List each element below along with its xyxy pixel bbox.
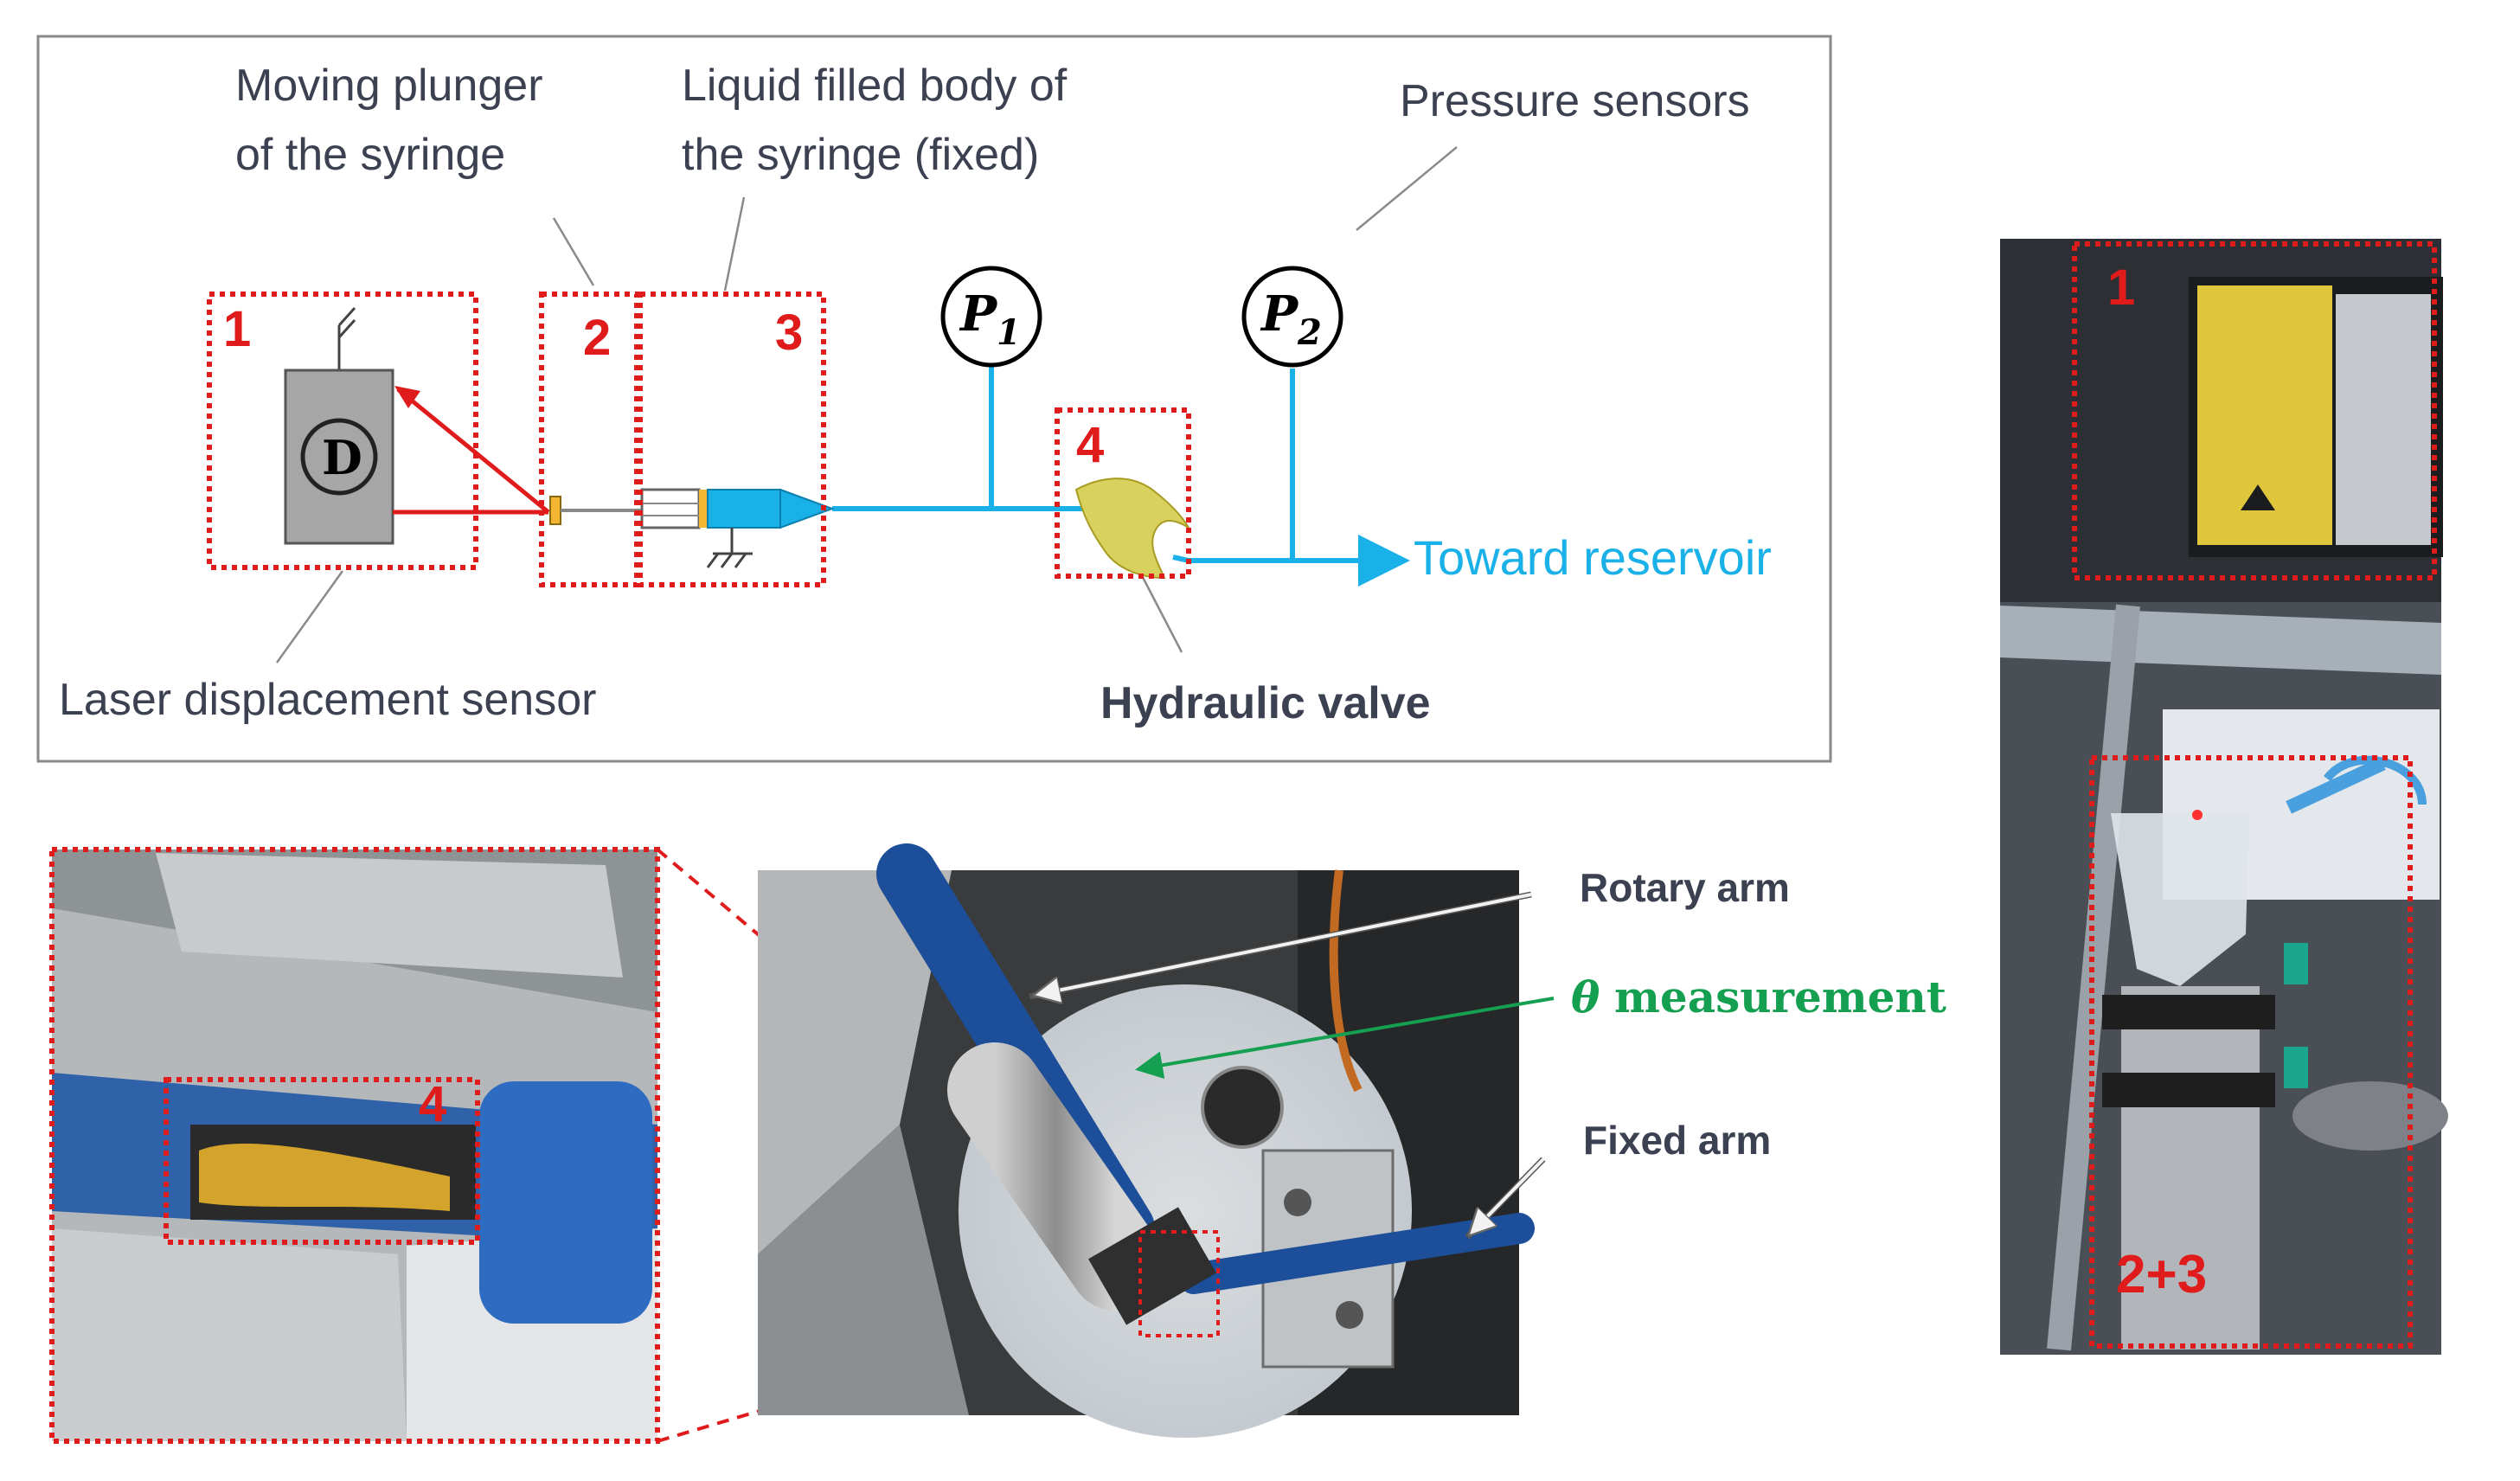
box-2 — [539, 292, 639, 587]
label-rotary-arm: Rotary arm — [1580, 865, 1790, 910]
svg-text:1: 1 — [997, 312, 1021, 353]
label-toward-reservoir: Toward reservoir — [1414, 530, 1772, 585]
right-box-2-3-number: 2+3 — [2116, 1245, 2207, 1305]
box-4 — [1055, 407, 1191, 579]
right-box-1-number: 1 — [2107, 260, 2135, 316]
svg-text:θ: θ — [1571, 971, 1600, 1023]
label-pressure-sensors: Pressure sensors — [1400, 76, 1750, 126]
box-4-number: 4 — [1076, 417, 1104, 473]
laser-sensor-device: D — [284, 306, 394, 545]
laser-beam-arrowhead — [394, 386, 420, 408]
leader-body — [723, 196, 746, 292]
label-plunger-line2: of the syringe — [235, 130, 505, 180]
box-2-number: 2 — [583, 310, 611, 366]
zoom-box-4 — [164, 1077, 480, 1245]
leader-pressure — [1356, 146, 1458, 231]
right-box-1 — [2072, 241, 2437, 580]
box-3 — [638, 292, 826, 587]
svg-text:P: P — [959, 285, 998, 343]
schematic-panel: Moving plunger of the syringe Liquid fil… — [36, 35, 1832, 763]
leader-laser — [275, 570, 344, 664]
right-box-2-3 — [2089, 755, 2413, 1349]
right-photo: 1 2+3 — [2000, 239, 2448, 1355]
label-theta-measurement: θ measurement — [1571, 971, 1946, 1023]
leader-plunger — [552, 217, 595, 286]
center-photo — [758, 843, 1535, 1438]
laser-beam-return — [396, 388, 550, 514]
label-hydraulic-valve: Hydraulic valve — [1100, 678, 1431, 728]
hydraulic-valve-shape — [1074, 478, 1189, 580]
box-3-number: 3 — [775, 305, 803, 361]
rotary-arm-pointer-fill — [1036, 893, 1532, 995]
svg-text:D: D — [322, 430, 362, 485]
zoom-photo-frame — [49, 847, 660, 1444]
label-body-line1: Liquid filled body of — [682, 61, 1068, 111]
syringe — [549, 488, 835, 568]
label-plunger-line1: Moving plunger — [235, 61, 543, 111]
label-laser-sensor: Laser displacement sensor — [59, 675, 596, 725]
theta-pointer — [1135, 997, 1555, 1080]
label-fixed-arm: Fixed arm — [1583, 1118, 1771, 1163]
fixed-arm-pointer-fill — [1471, 1157, 1545, 1234]
svg-text:P: P — [1260, 285, 1299, 343]
pressure-sensor-p2: P 2 — [1241, 266, 1343, 368]
zoom-connector-bottom — [657, 1313, 1084, 1443]
pressure-sensor-p1: P 1 — [940, 266, 1042, 368]
svg-text:measurement: measurement — [1614, 971, 1946, 1023]
svg-text:2: 2 — [1297, 312, 1322, 353]
box-1-number: 1 — [223, 301, 251, 357]
zoom-box-4-number: 4 — [419, 1076, 446, 1132]
zoom-photo: 4 — [49, 847, 660, 1444]
center-small-box — [1138, 1230, 1220, 1337]
label-body-line2: the syringe (fixed) — [682, 130, 1039, 180]
